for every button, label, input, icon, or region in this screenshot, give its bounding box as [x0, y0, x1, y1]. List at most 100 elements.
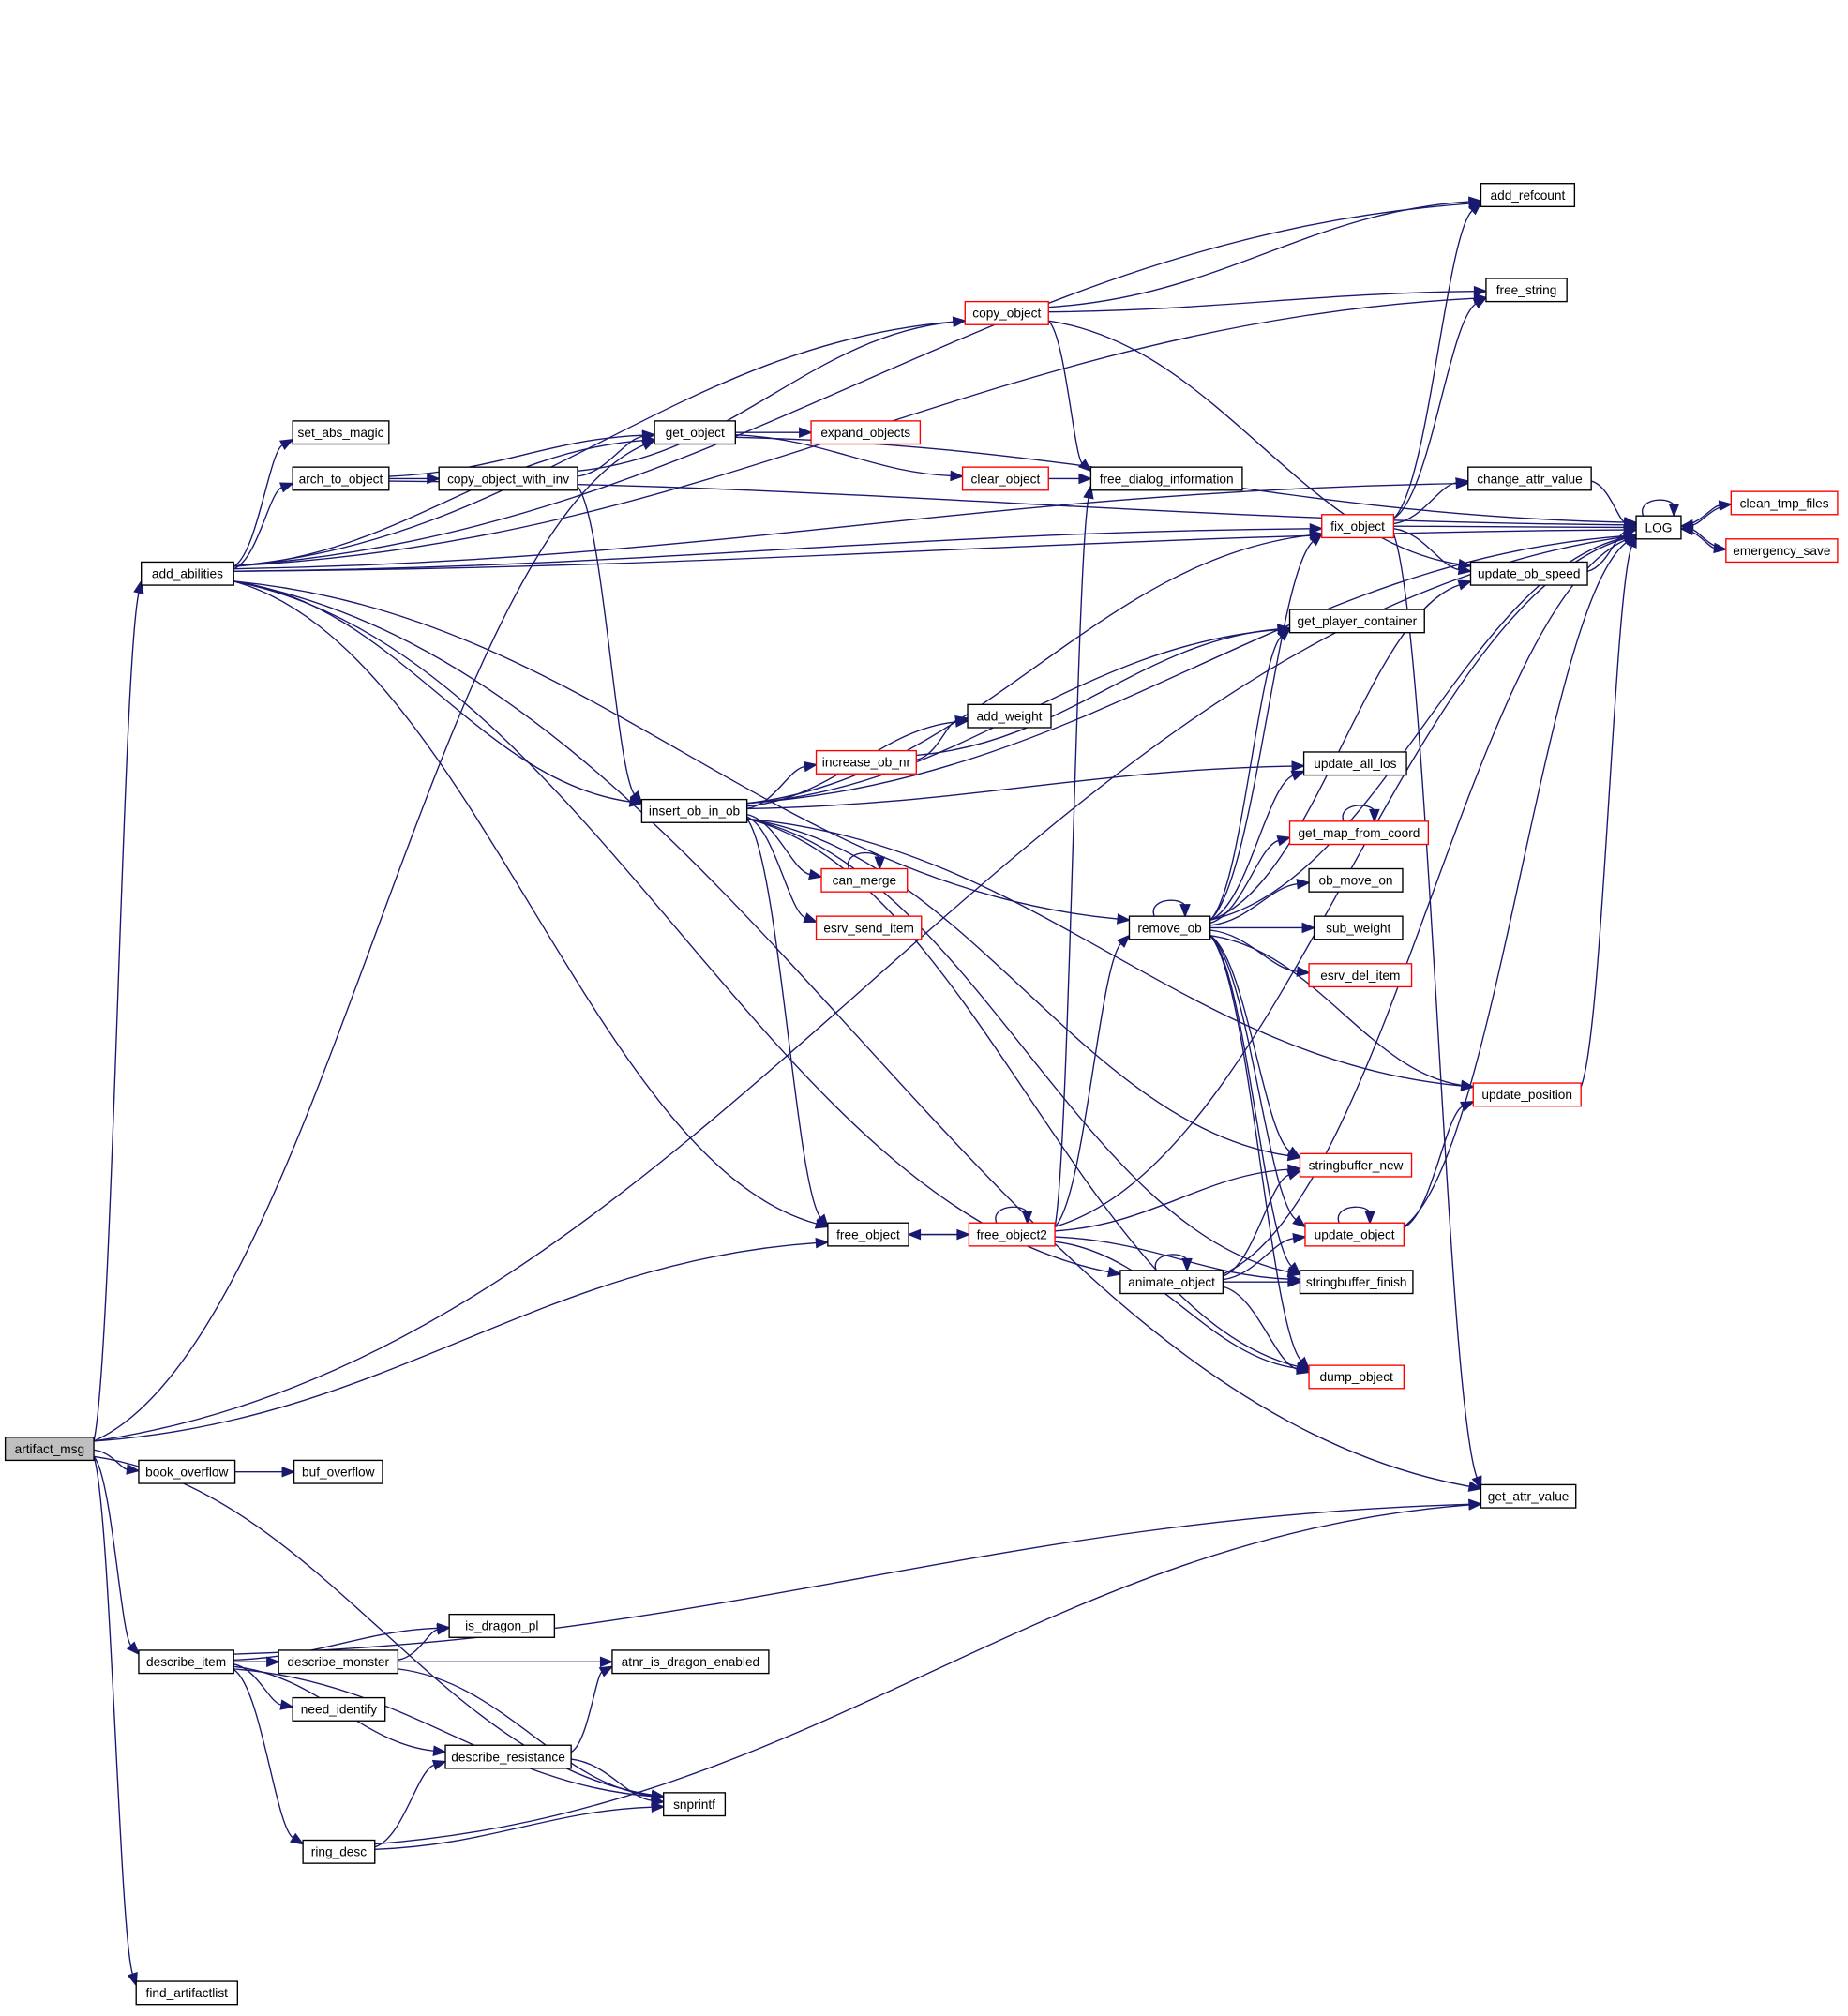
node-remove_ob[interactable]: remove_ob — [1128, 915, 1211, 940]
node-add_abilities[interactable]: add_abilities — [140, 561, 234, 586]
edge-line — [374, 1764, 435, 1848]
node-sub_weight[interactable]: sub_weight — [1313, 915, 1404, 940]
node-free_object[interactable]: free_object — [827, 1222, 909, 1247]
arrowhead-icon — [1622, 534, 1638, 546]
node-add_refcount[interactable]: add_refcount — [1480, 183, 1576, 208]
arrowhead-icon — [803, 760, 819, 773]
node-label: free_dialog_information — [1100, 472, 1234, 486]
node-label: is_dragon_pl — [465, 1619, 538, 1633]
arrowhead-icon — [1296, 879, 1311, 890]
node-update_object[interactable]: update_object — [1304, 1222, 1405, 1247]
node-can_merge[interactable]: can_merge — [820, 867, 909, 893]
edge-remove_ob-to-stringbuffer_finish — [1209, 935, 1301, 1276]
node-get_object[interactable]: get_object — [654, 420, 737, 445]
node-change_attr_value[interactable]: change_attr_value — [1467, 466, 1592, 491]
node-esrv_send_item[interactable]: esrv_send_item — [815, 915, 923, 940]
node-describe_resistance[interactable]: describe_resistance — [444, 1744, 572, 1769]
node-arch_to_object[interactable]: arch_to_object — [292, 466, 390, 491]
node-fix_object[interactable]: fix_object — [1321, 514, 1395, 539]
node-atnr_is_dragon_enabled[interactable]: atnr_is_dragon_enabled — [611, 1649, 770, 1675]
node-box — [1288, 609, 1425, 634]
node-dump_object[interactable]: dump_object — [1308, 1364, 1405, 1390]
edge-line — [746, 818, 1289, 1157]
arrowhead-icon — [598, 1665, 614, 1677]
node-increase_ob_nr[interactable]: increase_ob_nr — [815, 749, 917, 775]
node-describe_item[interactable]: describe_item — [138, 1649, 234, 1675]
node-box — [1635, 515, 1682, 540]
node-label: free_string — [1496, 283, 1557, 297]
edge-line — [1209, 540, 1314, 921]
edge-fix_object-to-free_string — [1393, 296, 1488, 519]
node-update_all_los[interactable]: update_all_los — [1302, 751, 1407, 776]
node-get_attr_value[interactable]: get_attr_value — [1480, 1483, 1577, 1509]
edge-line — [1209, 775, 1294, 921]
node-find_artifactlist[interactable]: find_artifactlist — [135, 1980, 239, 2006]
node-free_object2[interactable]: free_object2 — [968, 1222, 1056, 1247]
edge-copy_object_with_inv-to-insert_ob_in_ob — [577, 486, 643, 805]
arrowhead-icon — [950, 470, 965, 482]
edge-line — [398, 1629, 439, 1662]
edge-line — [1055, 1236, 1289, 1280]
node-copy_object[interactable]: copy_object — [964, 300, 1049, 325]
node-need_identify[interactable]: need_identify — [292, 1696, 386, 1722]
node-free_dialog_information[interactable]: free_dialog_information — [1089, 466, 1243, 491]
node-is_dragon_pl[interactable]: is_dragon_pl — [448, 1613, 556, 1638]
node-emergency_save[interactable]: emergency_save — [1725, 538, 1839, 564]
node-insert_ob_in_ob[interactable]: insert_ob_in_ob — [640, 798, 748, 823]
node-ob_move_on[interactable]: ob_move_on — [1308, 867, 1404, 893]
node-box — [810, 420, 922, 445]
node-LOG[interactable]: LOG — [1635, 515, 1682, 540]
edge-line — [1152, 899, 1187, 917]
node-book_overflow[interactable]: book_overflow — [138, 1459, 236, 1484]
edge-insert_ob_in_ob-to-update_position — [746, 818, 1476, 1091]
node-label: esrv_send_item — [823, 921, 914, 935]
edge-emergency_save-to-LOG — [1679, 524, 1726, 550]
edge-remove_ob-to-update_all_los — [1209, 770, 1306, 921]
node-label: need_identify — [301, 1703, 378, 1717]
edge-line — [746, 765, 1293, 810]
node-set_abs_magic[interactable]: set_abs_magic — [292, 420, 390, 445]
node-free_string[interactable]: free_string — [1485, 278, 1568, 303]
node-box — [1480, 1483, 1577, 1509]
arrowhead-icon — [1296, 1363, 1311, 1375]
node-buf_overflow[interactable]: buf_overflow — [293, 1459, 383, 1484]
node-box — [611, 1649, 770, 1675]
node-update_ob_speed[interactable]: update_ob_speed — [1469, 561, 1588, 586]
edge-add_abilities-to-fix_object — [233, 522, 1324, 572]
node-box — [302, 1839, 376, 1864]
node-label: add_abilities — [152, 567, 223, 581]
node-box — [1472, 1082, 1582, 1107]
edge-line — [1580, 545, 1633, 1088]
node-describe_monster[interactable]: describe_monster — [278, 1649, 399, 1675]
edge-copy_object_with_inv-to-copy_object — [577, 316, 968, 472]
edge-artifact_msg-to-snprintf — [93, 1455, 666, 1800]
node-stringbuffer_finish[interactable]: stringbuffer_finish — [1299, 1270, 1414, 1295]
arrowhead-icon — [1467, 201, 1482, 216]
edge-add_abilities-to-get_attr_value — [233, 580, 1483, 1492]
arrowhead-icon — [874, 856, 886, 871]
node-clean_tmp_files[interactable]: clean_tmp_files — [1730, 490, 1839, 516]
edge-line — [374, 1504, 1470, 1845]
node-esrv_del_item[interactable]: esrv_del_item — [1308, 963, 1413, 988]
node-copy_object_with_inv[interactable]: copy_object_with_inv — [438, 466, 578, 491]
node-get_player_container[interactable]: get_player_container — [1288, 609, 1425, 634]
node-ring_desc[interactable]: ring_desc — [302, 1839, 376, 1864]
edge-get_object-to-expand_objects — [735, 427, 813, 438]
edge-line — [746, 818, 1299, 1367]
node-label: describe_item — [146, 1655, 226, 1669]
node-update_position[interactable]: update_position — [1472, 1082, 1582, 1107]
node-expand_objects[interactable]: expand_objects — [810, 420, 922, 445]
arrowhead-icon — [1291, 760, 1306, 772]
node-clear_object[interactable]: clear_object — [961, 466, 1049, 491]
arrowhead-icon — [1277, 627, 1291, 641]
node-snprintf[interactable]: snprintf — [662, 1792, 727, 1817]
node-box — [135, 1980, 239, 2006]
node-get_map_from_coord[interactable]: get_map_from_coord — [1288, 820, 1430, 846]
node-stringbuffer_new[interactable]: stringbuffer_new — [1299, 1152, 1413, 1178]
edge-line — [233, 1668, 294, 1839]
arrowhead-icon — [1290, 770, 1306, 781]
node-box — [827, 1222, 909, 1247]
node-add_weight[interactable]: add_weight — [967, 703, 1052, 729]
node-animate_object[interactable]: animate_object — [1119, 1270, 1224, 1295]
edge-line — [1393, 527, 1460, 571]
